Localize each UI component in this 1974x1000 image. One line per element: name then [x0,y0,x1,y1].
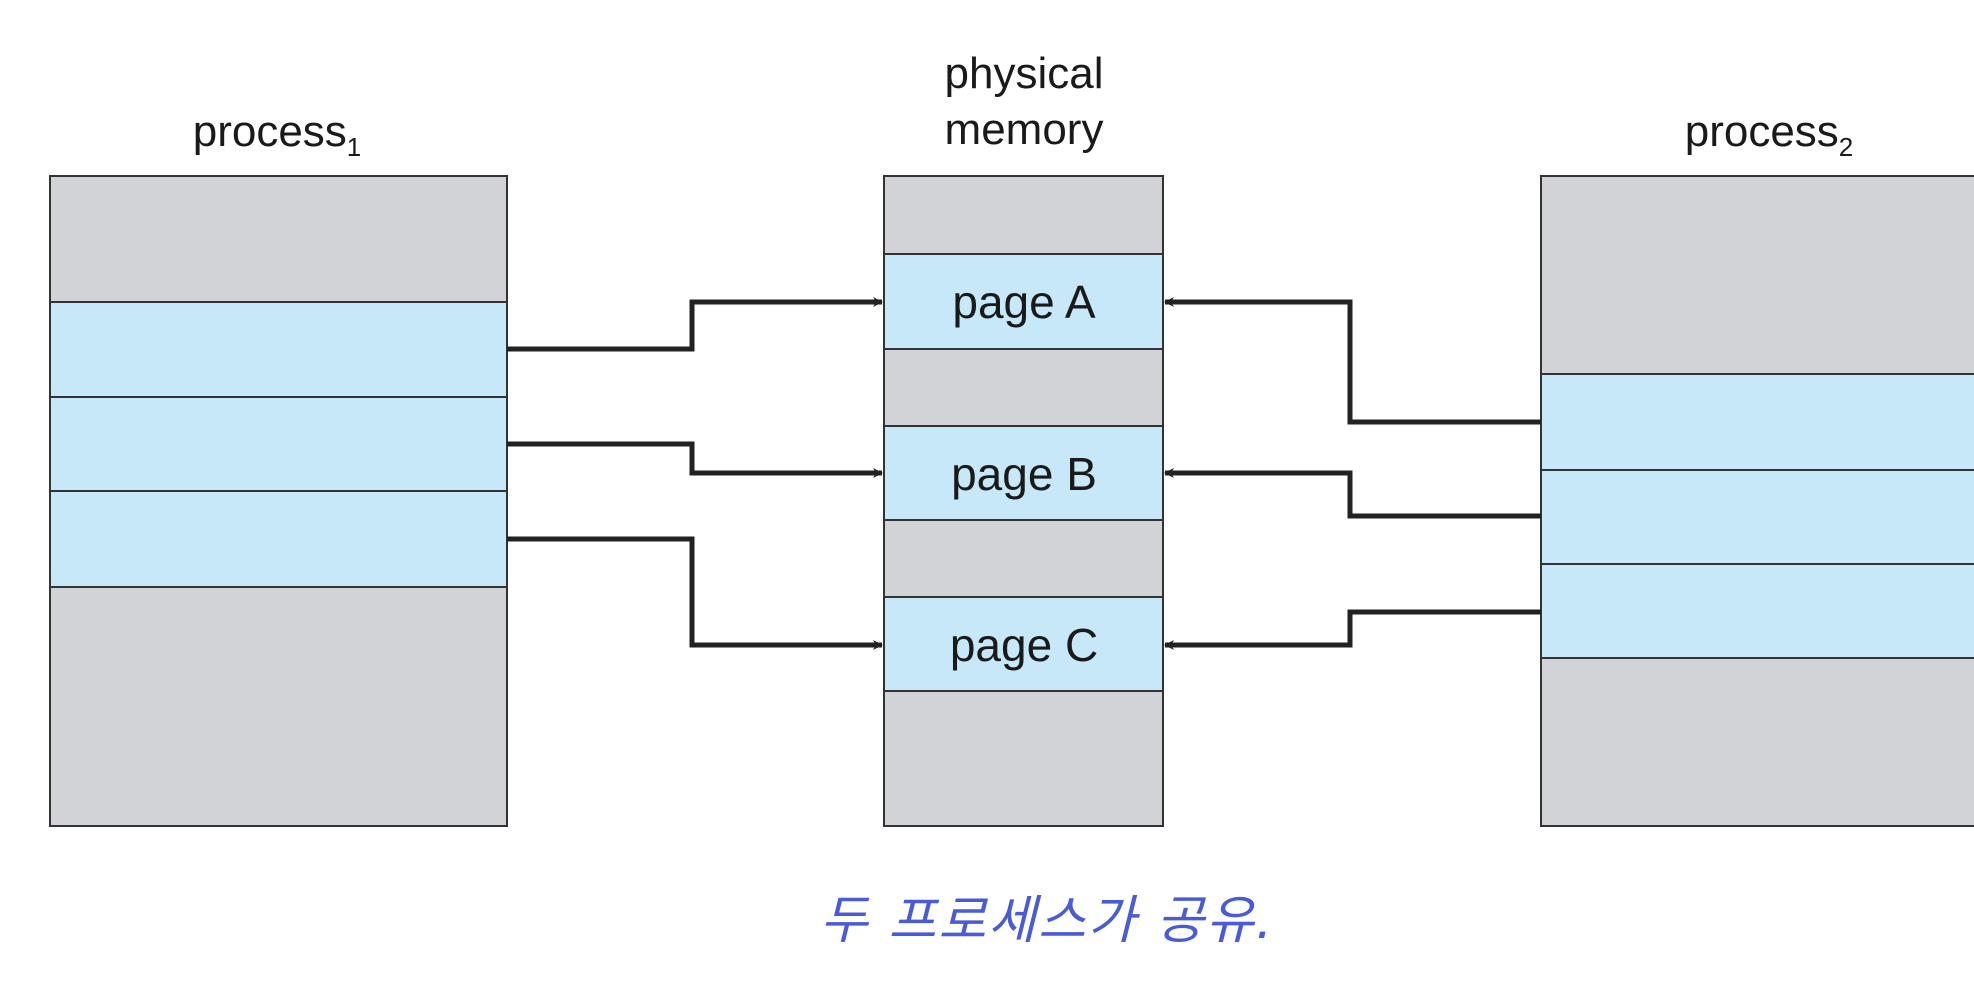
page-c-frame [884,597,1163,691]
process1-box [49,175,508,827]
page-b-frame [884,426,1163,520]
arrow-p1-to-page-c [507,536,883,650]
process2-box [1540,175,1974,827]
process1-label: process1 [193,107,362,162]
physical-memory-box: page A page B page C [883,175,1164,827]
page-b-label: page B [951,448,1097,500]
arrow-p2-to-page-c [1164,609,1541,650]
handwritten-annotation: 두 프로세스가 공유. [820,891,1275,951]
page-c-label: page C [950,619,1098,671]
arrow-p2-to-page-a [1164,297,1541,425]
memory-label-line2: memory [945,105,1104,154]
process2-label: process2 [1685,107,1854,162]
page-a-frame [884,254,1163,349]
arrow-p1-to-page-a [507,297,883,352]
arrow-p1-to-page-b [507,441,883,478]
memory-label-line1: physical [945,49,1104,98]
arrow-p2-to-page-b [1164,468,1541,519]
page-a-label: page A [952,276,1096,328]
